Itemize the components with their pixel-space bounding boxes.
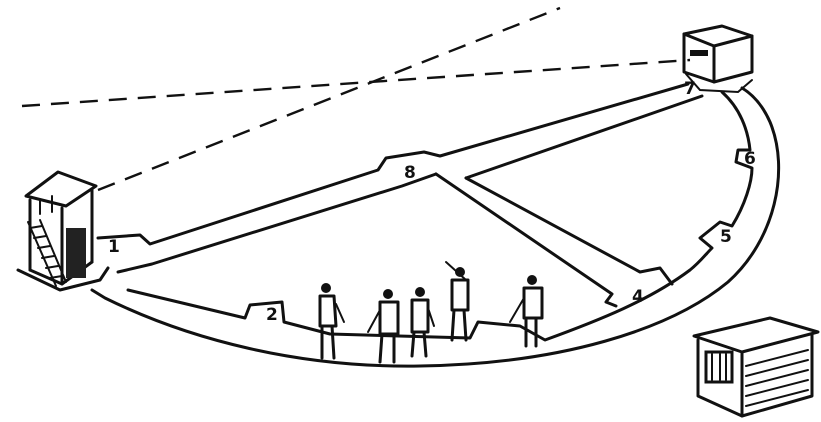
station-label-4: 4 [632,287,644,307]
high-house [18,172,108,290]
high-house-door [66,228,86,278]
walkway-1-to-7-bottom [118,174,436,272]
shooter-figure [368,289,398,362]
station-label-6: 6 [744,149,756,169]
walkway-1-to-7-top [98,84,688,244]
shooter-figure [320,283,344,358]
walkway-8-to-4-right [466,178,672,284]
flight-line-low-house [22,60,690,106]
target-flight-lines [22,8,690,190]
shooter-figure [510,275,542,346]
shooter-figure-aiming [446,262,468,340]
shed [694,318,818,416]
station-label-7: 7 [684,79,696,99]
walkway [92,88,779,366]
station-label-8: 8 [404,163,416,183]
shooter-figure [412,287,434,356]
shooters [320,262,542,362]
station-labels: 1 2 4 5 6 7 8 [108,79,756,325]
center-walkways [98,84,702,306]
walkway-outer-edge [92,88,779,366]
walkway-inner-edge [128,92,752,340]
flight-line-high-house [98,8,560,190]
walkway-8-to-4-left [436,174,616,306]
station-label-2: 2 [266,305,278,325]
station-label-1: 1 [108,237,120,257]
low-house-window [690,50,708,56]
station-label-5: 5 [720,227,732,247]
